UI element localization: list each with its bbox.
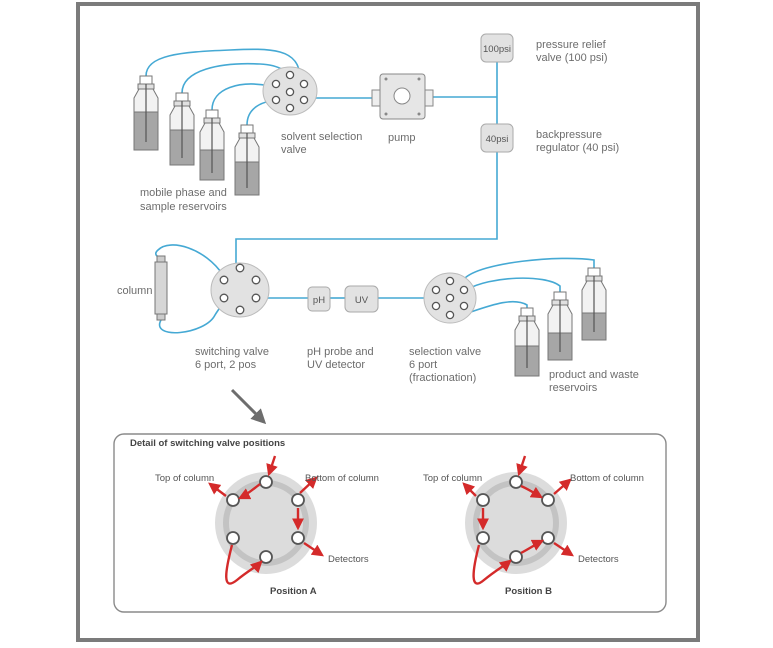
solvent-selection-valve — [262, 66, 318, 116]
position-a-caption: Position A — [270, 586, 317, 597]
reservoir-bottle-3 — [199, 109, 225, 181]
ph-tag-label: pH — [313, 295, 325, 306]
product-bottle-2 — [547, 291, 573, 361]
detail-pointer-arrow — [230, 388, 267, 425]
detail-panel: Detail of switching valve positions Top … — [113, 433, 667, 613]
backpressure-label-1: backpressure — [536, 129, 602, 141]
detail-title: Detail of switching valve positions — [130, 438, 285, 449]
position-b-caption: Position B — [505, 586, 552, 597]
selection-valve-label-3: (fractionation) — [409, 372, 476, 384]
position-b-detectors-label: Detectors — [578, 554, 619, 565]
uv-detector: UV — [344, 285, 379, 313]
detector-label-2: UV detector — [307, 359, 365, 371]
pressure-relief-valve: 100psi — [480, 33, 514, 63]
position-a-detectors-label: Detectors — [328, 554, 369, 565]
product-label-2: reservoirs — [549, 382, 598, 394]
backpressure-label-2: regulator (40 psi) — [536, 142, 619, 154]
reservoir-bottle-4 — [234, 124, 260, 196]
detector-label-1: pH probe and — [307, 346, 374, 358]
bpr-tag-label: 40psi — [486, 134, 509, 145]
valve-position-b: Top of column Bottom of column Detectors… — [423, 455, 644, 597]
valve-position-a: Top of column Bottom of column Detectors… — [155, 455, 379, 597]
selection-valve-label-1: selection valve — [409, 346, 481, 358]
tubing — [145, 48, 595, 334]
ph-probe: pH — [307, 286, 331, 312]
position-b-bottom-label: Bottom of column — [570, 473, 644, 484]
pressure-relief-label-2: valve (100 psi) — [536, 52, 608, 64]
pressure-relief-label-1: pressure relief — [536, 39, 607, 51]
switching-valve-label-2: 6 port, 2 pos — [195, 359, 257, 371]
product-waste-reservoirs — [514, 267, 607, 377]
solvent-valve-label-1: solvent selection — [281, 131, 362, 143]
product-label-1: product and waste — [549, 369, 639, 381]
column-label: column — [117, 285, 152, 297]
uv-tag-label: UV — [355, 295, 369, 306]
product-bottle-3 — [581, 267, 607, 341]
relief-tag-label: 100psi — [483, 44, 511, 55]
solvent-valve-label-2: valve — [281, 144, 307, 156]
pump-label: pump — [388, 132, 416, 144]
reservoir-bottle-1 — [133, 75, 159, 151]
product-bottle-1 — [514, 307, 540, 377]
position-a-top-label: Top of column — [155, 473, 214, 484]
reservoir-bottle-2 — [169, 92, 195, 166]
reservoirs-label-2: sample reservoirs — [140, 201, 227, 213]
backpressure-regulator: 40psi — [480, 123, 514, 153]
position-a-bottom-label: Bottom of column — [305, 473, 379, 484]
column — [154, 255, 168, 321]
reservoirs-label-1: mobile phase and — [140, 187, 227, 199]
position-b-top-label: Top of column — [423, 473, 482, 484]
switching-valve-label-1: switching valve — [195, 346, 269, 358]
switching-valve — [210, 262, 270, 318]
selection-valve — [423, 272, 477, 324]
selection-valve-label-2: 6 port — [409, 359, 437, 371]
mobile-phase-reservoirs — [133, 75, 260, 196]
pump — [371, 73, 434, 120]
